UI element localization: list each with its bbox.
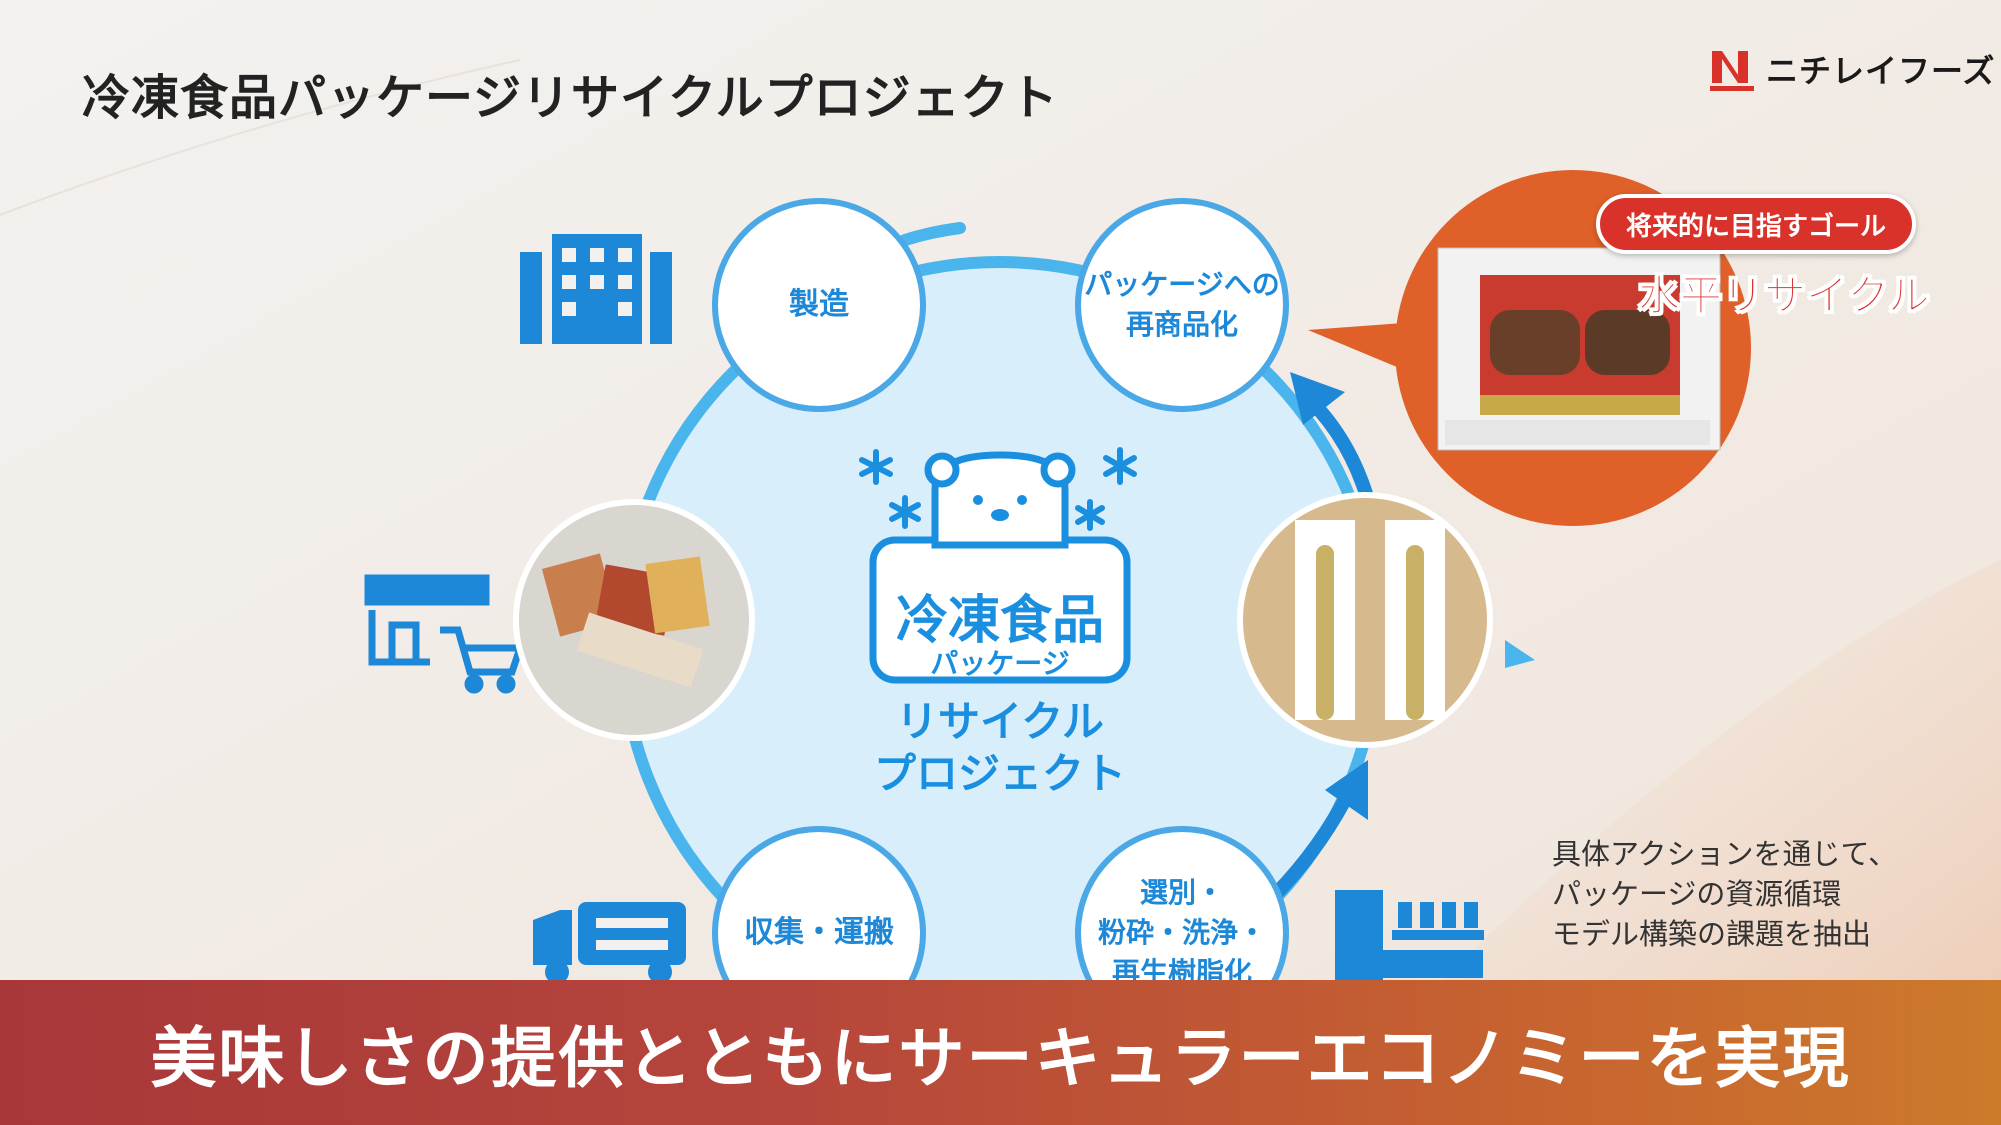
bear-mascot-icon [869,451,1131,684]
building-icon [520,234,672,344]
center-subtitle: パッケージ [930,647,1070,680]
recycled-resin-photo [1237,492,1493,748]
company-logo: ニチレイフーズ [1708,44,1995,94]
goal-badge: 将来的に目指すゴール [1596,194,1916,254]
arrow-lower-right [1265,786,1357,905]
snowflake-icon [859,447,1137,531]
center-title: 冷凍食品 [895,591,1104,651]
page-title: 冷凍食品パッケージリサイクルプロジェクト [82,70,1059,126]
garbage-truck-icon [533,902,686,984]
packaging-waste-photo [513,499,755,741]
node-recommercialization: パッケージへの 再商品化 [1075,198,1289,412]
arrow-head-upper [1290,372,1345,425]
nichirei-logo-icon [1710,51,1754,91]
store-cart-icon [364,574,525,694]
arrow-head-lower [1325,760,1368,820]
logo-text: ニチレイフーズ [1766,52,1996,90]
banner-text: 美味しさの提供とともにサーキュラーエコノミーを実現 [150,1019,1851,1097]
package-image [1437,247,1721,451]
small-arrow-right [1505,640,1535,668]
bottom-banner: 美味しさの提供とともにサーキュラーエコノミーを実現 [0,980,2001,1125]
action-note: 具体アクションを通じて、 パッケージの資源循環 モデル構築の課題を抽出 [1552,837,1898,951]
node-manufacturing: 製造 [712,198,926,412]
factory-conveyor-icon [1335,890,1484,982]
goal-title: 水平リサイクル [1638,271,1931,321]
top-arc [899,222,966,246]
center-caption: リサイクル プロジェクト [873,697,1126,798]
